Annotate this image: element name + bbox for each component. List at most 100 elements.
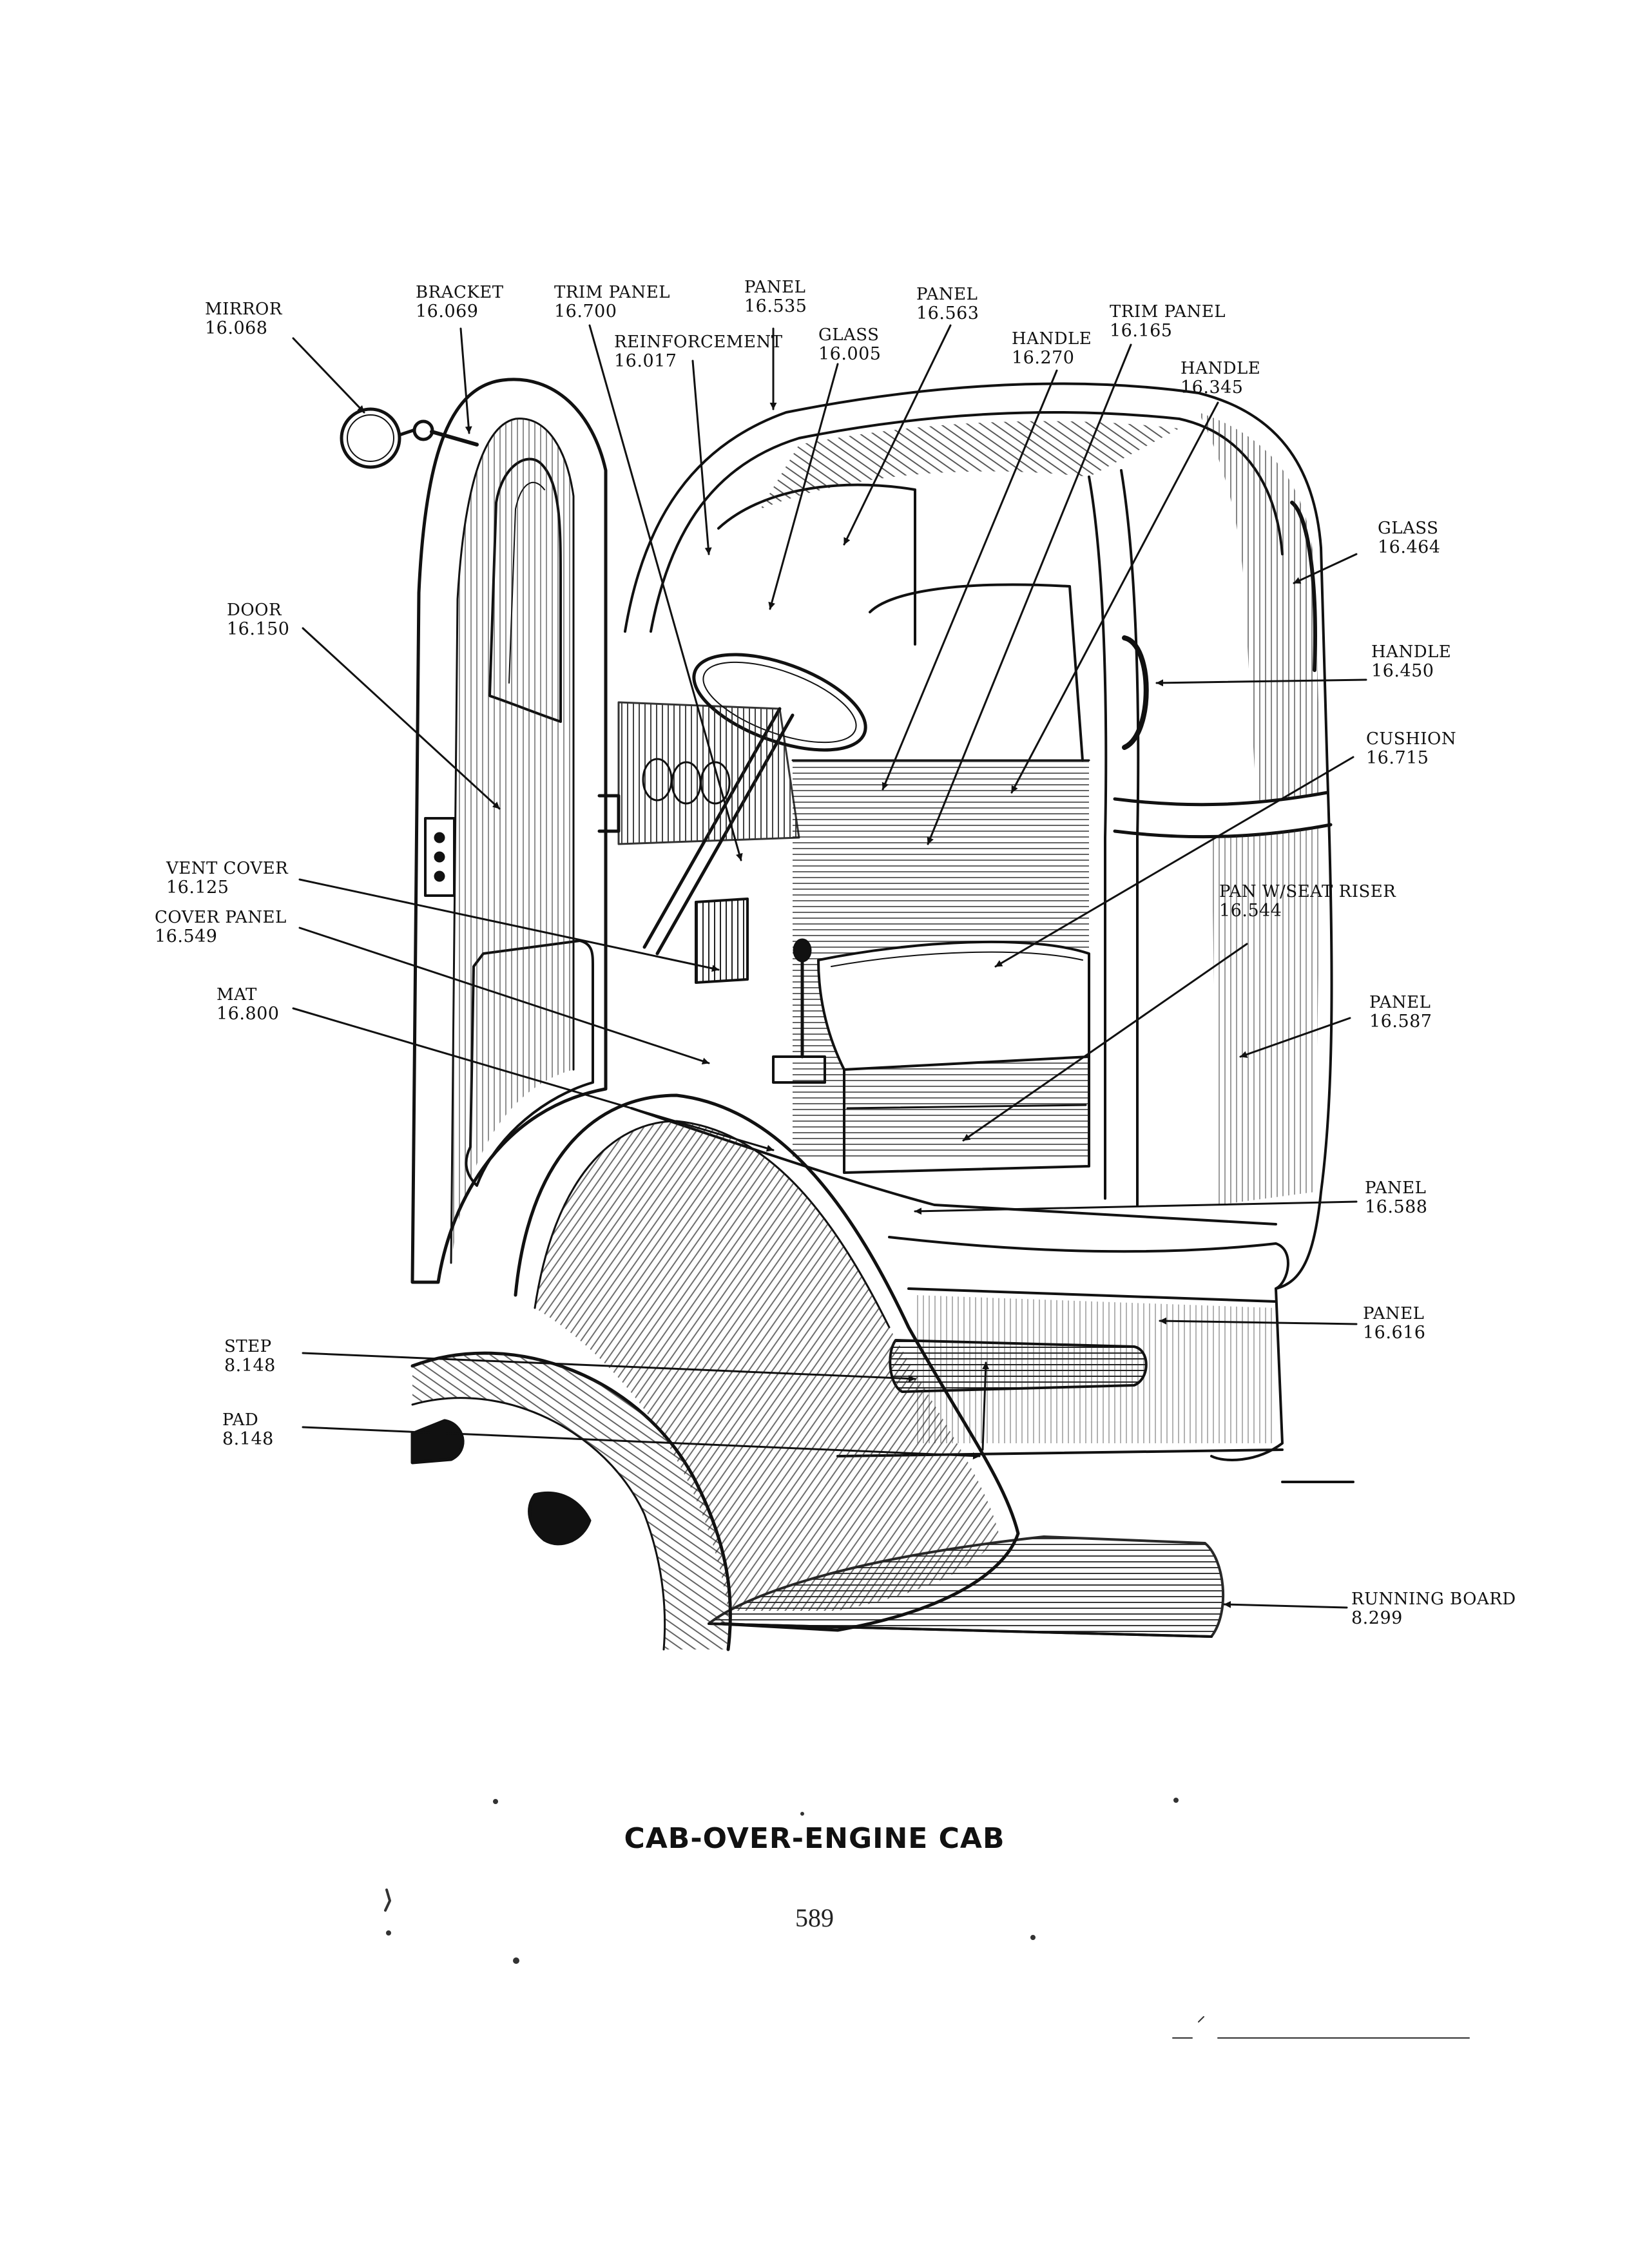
leader-trim-panel-a bbox=[588, 324, 743, 861]
label-name: REINFORCEMENT bbox=[614, 332, 783, 352]
label-name: HANDLE bbox=[1181, 359, 1261, 378]
label-name: PANEL bbox=[1365, 1178, 1427, 1198]
label-name: RUNNING BOARD bbox=[1351, 1590, 1516, 1609]
label-code: 16.345 bbox=[1181, 378, 1244, 398]
label-pad: PAD 8.148 bbox=[222, 1410, 274, 1449]
label-step: STEP 8.148 bbox=[224, 1337, 276, 1376]
label-name: PANEL bbox=[744, 278, 806, 297]
label-code: 8.148 bbox=[224, 1356, 276, 1376]
label-name: PANEL bbox=[916, 285, 978, 304]
label-mat: MAT 16.800 bbox=[217, 985, 280, 1024]
label-mirror: MIRROR 16.068 bbox=[205, 300, 282, 338]
leader-running-board bbox=[1223, 1600, 1348, 1609]
label-glass-005: GLASS 16.005 bbox=[818, 325, 882, 364]
label-name: CUSHION bbox=[1366, 729, 1457, 749]
label-name: TRIM PANEL bbox=[554, 283, 670, 302]
door bbox=[410, 378, 621, 1284]
label-code: 8.148 bbox=[222, 1429, 274, 1449]
label-name: PAD bbox=[222, 1410, 259, 1430]
leader-mirror bbox=[292, 337, 365, 414]
leader-panel-563 bbox=[843, 324, 952, 546]
leader-lines bbox=[292, 324, 1367, 1609]
label-cushion: CUSHION 16.715 bbox=[1366, 729, 1457, 768]
label-code: 16.563 bbox=[916, 303, 979, 323]
leader-panel-588 bbox=[914, 1200, 1358, 1215]
label-vent-cover: VENT COVER 16.125 bbox=[166, 859, 289, 898]
leader-mat bbox=[292, 1007, 775, 1152]
leader-door bbox=[302, 627, 501, 810]
label-door: DOOR 16.150 bbox=[227, 601, 289, 639]
scan-marks bbox=[384, 1798, 1470, 2039]
label-running-board: RUNNING BOARD 8.299 bbox=[1351, 1590, 1516, 1628]
leader-trim-panel-b bbox=[927, 343, 1132, 845]
label-code: 16.700 bbox=[554, 302, 617, 322]
label-code: 16.150 bbox=[227, 619, 290, 639]
label-name: PAN W/SEAT RISER bbox=[1219, 882, 1396, 901]
label-pan-seat-riser: PAN W/SEAT RISER 16.544 bbox=[1219, 882, 1396, 921]
leader-handle-345 bbox=[1010, 401, 1219, 794]
leader-glass-005 bbox=[768, 363, 839, 610]
label-handle-450: HANDLE 16.450 bbox=[1371, 642, 1452, 681]
seat bbox=[817, 940, 1090, 1174]
figure-caption: CAB-OVER-ENGINE CAB bbox=[624, 1822, 1005, 1855]
leader-panel-587 bbox=[1239, 1017, 1351, 1058]
label-bracket: BRACKET 16.069 bbox=[416, 283, 504, 322]
label-code: 16.616 bbox=[1363, 1323, 1426, 1343]
label-code: 16.068 bbox=[205, 318, 268, 338]
label-code: 16.165 bbox=[1110, 321, 1173, 341]
label-name: MIRROR bbox=[205, 300, 282, 319]
label-name: COVER PANEL bbox=[155, 908, 287, 927]
leader-bracket bbox=[459, 327, 472, 434]
label-code: 16.715 bbox=[1366, 748, 1429, 768]
leader-cushion bbox=[994, 756, 1354, 968]
label-handle-270: HANDLE 16.270 bbox=[1012, 329, 1092, 368]
label-glass-464: GLASS 16.464 bbox=[1378, 519, 1440, 557]
label-panel-587: PANEL 16.587 bbox=[1369, 993, 1432, 1032]
label-name: GLASS bbox=[1378, 519, 1439, 538]
leader-cover-panel bbox=[298, 927, 710, 1065]
leader-handle-450 bbox=[1155, 678, 1367, 687]
leader-pan-seat-riser bbox=[962, 943, 1248, 1142]
label-code: 8.299 bbox=[1351, 1608, 1403, 1628]
label-name: TRIM PANEL bbox=[1110, 302, 1226, 322]
label-panel-535: PANEL 16.535 bbox=[744, 278, 807, 316]
leader-vent-cover bbox=[298, 878, 720, 972]
label-reinforcement: REINFORCEMENT 16.017 bbox=[614, 332, 783, 371]
leader-step bbox=[302, 1352, 916, 1383]
label-code: 16.549 bbox=[155, 927, 218, 947]
label-name: HANDLE bbox=[1371, 642, 1452, 662]
label-name: STEP bbox=[224, 1337, 272, 1356]
label-name: VENT COVER bbox=[166, 859, 289, 878]
label-name: HANDLE bbox=[1012, 329, 1092, 349]
label-code: 16.535 bbox=[744, 296, 807, 316]
label-name: MAT bbox=[217, 985, 257, 1004]
label-code: 16.125 bbox=[166, 878, 229, 898]
label-name: PANEL bbox=[1369, 993, 1431, 1012]
label-panel-616: PANEL 16.616 bbox=[1363, 1304, 1426, 1343]
label-name: BRACKET bbox=[416, 283, 504, 302]
label-code: 16.587 bbox=[1369, 1012, 1432, 1032]
label-code: 16.005 bbox=[818, 344, 882, 364]
label-panel-563: PANEL 16.563 bbox=[916, 285, 979, 323]
step bbox=[889, 1339, 1148, 1393]
label-code: 16.270 bbox=[1012, 348, 1075, 368]
leader-panel-616 bbox=[1159, 1317, 1358, 1325]
wheel bbox=[410, 1351, 732, 1651]
mirror-assembly bbox=[340, 407, 479, 469]
label-name: DOOR bbox=[227, 601, 282, 620]
leader-pad bbox=[302, 1426, 981, 1460]
label-code: 16.464 bbox=[1378, 537, 1441, 557]
leader-handle-270 bbox=[882, 369, 1058, 791]
label-trim-panel-b: TRIM PANEL 16.165 bbox=[1110, 302, 1226, 341]
label-code: 16.017 bbox=[614, 351, 677, 371]
label-code: 16.800 bbox=[217, 1004, 280, 1024]
label-name: GLASS bbox=[818, 325, 880, 345]
label-code: 16.069 bbox=[416, 302, 479, 322]
label-name: PANEL bbox=[1363, 1304, 1425, 1323]
label-handle-345: HANDLE 16.345 bbox=[1181, 359, 1261, 398]
label-panel-588: PANEL 16.588 bbox=[1365, 1178, 1428, 1217]
label-code: 16.588 bbox=[1365, 1197, 1428, 1217]
label-code: 16.544 bbox=[1219, 901, 1282, 921]
